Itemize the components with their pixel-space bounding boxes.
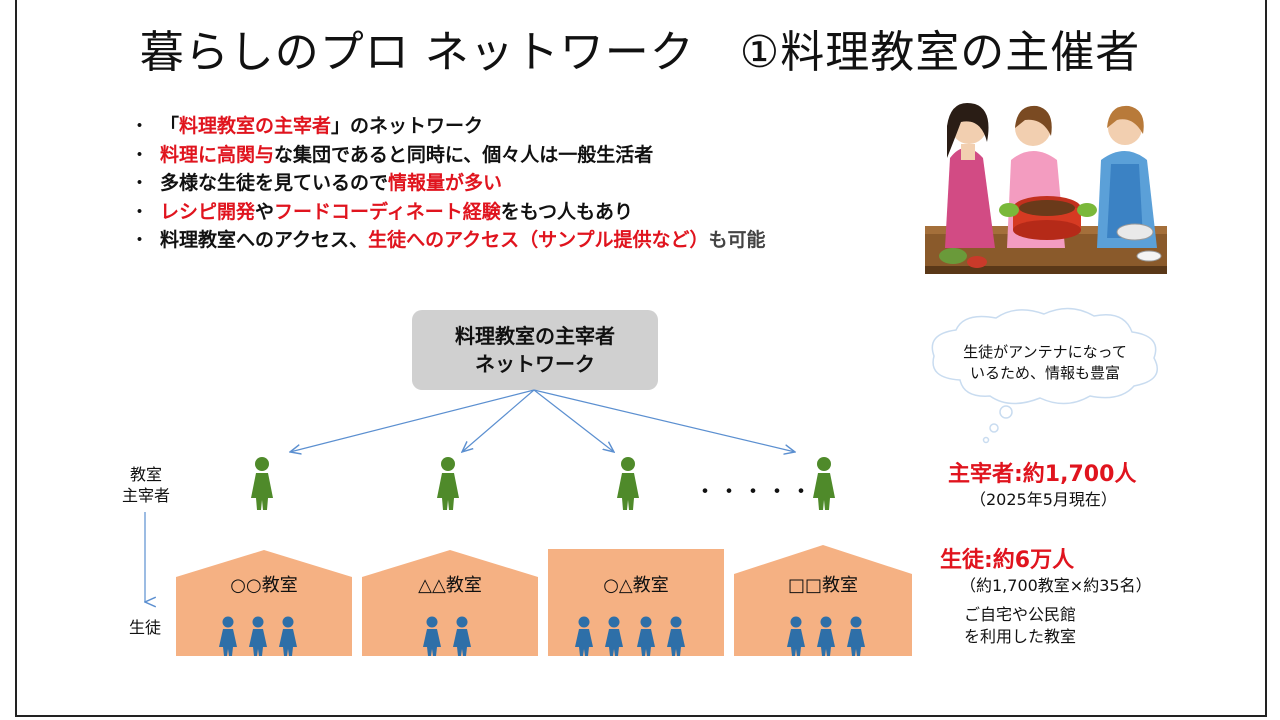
bullet-text: 」のネットワーク: [331, 115, 484, 137]
bullet-mark: ・: [130, 172, 150, 194]
network-box: 料理教室の主宰者 ネットワーク: [412, 310, 658, 390]
slide-title: 暮らしのプロ ネットワーク ①料理教室の主催者: [139, 27, 1141, 78]
slide-frame: [15, 0, 1267, 717]
bullet-item: ・料理教室へのアクセス、生徒へのアクセス（サンプル提供など）も可能: [130, 226, 766, 255]
bullet-text: な集団であると同時に、個々人は一般生活者: [274, 143, 654, 166]
bullet-text: 「: [160, 115, 180, 137]
highlight-text: 生徒へのアクセス（サンプル提供など）: [368, 229, 709, 251]
bullet-mark: ・: [130, 229, 150, 251]
organizer-count-note: （2025年5月現在）: [970, 490, 1117, 509]
highlight-text: 料理教室の主宰者: [179, 115, 332, 137]
bullet-mark: ・: [130, 115, 150, 137]
bullet-mark: ・: [130, 200, 150, 223]
classroom-label-4: □□教室: [787, 575, 858, 596]
bullet-text: や: [255, 200, 275, 223]
classroom-note: ご自宅や公民館 を利用した教室: [964, 604, 1076, 648]
bullet-text: をもつ人もあり: [500, 200, 633, 223]
network-box-line1: 料理教室の主宰者: [455, 324, 615, 348]
bullet-list: ・「料理教室の主宰者」のネットワーク・料理に高関与な集団であると同時に、個々人は…: [130, 112, 766, 255]
classroom-label-2: △△教室: [418, 575, 482, 596]
organizer-label-line2: 主宰者: [121, 486, 170, 505]
bullet-text: 料理教室へのアクセス、: [160, 229, 369, 251]
student-count-note: （約1,700教室×約35名）: [960, 576, 1152, 595]
note-line2: を利用した教室: [964, 627, 1077, 646]
students-side-label: 生徒: [128, 618, 161, 637]
organizer-count: 主宰者:約1,700人: [948, 462, 1137, 487]
network-box-line2: ネットワーク: [475, 352, 595, 376]
cloud-line1: 生徒がアンテナになって: [963, 343, 1127, 361]
cloud-text: 生徒がアンテナになって いるため、情報も豊富: [940, 342, 1150, 384]
highlight-text: レシピ開発: [160, 200, 256, 223]
bullet-item: ・レシピ開発やフードコーディネート経験をもつ人もあり: [130, 198, 766, 227]
cooking-women-illustration: [925, 102, 1167, 274]
bullet-text: 多様な生徒を見ているので: [160, 172, 389, 194]
student-count: 生徒:約6万人: [940, 548, 1075, 573]
highlight-text: 情報量が多い: [388, 172, 503, 194]
bullet-item: ・「料理教室の主宰者」のネットワーク: [130, 112, 766, 141]
highlight-text: 料理に高関与: [160, 143, 275, 166]
bullet-item: ・料理に高関与な集団であると同時に、個々人は一般生活者: [130, 141, 766, 170]
organizer-side-label: 教室 主宰者: [116, 464, 176, 506]
bullet-item: ・多様な生徒を見ているので情報量が多い: [130, 169, 766, 198]
ellipsis: ・・・・・: [694, 480, 815, 505]
bullet-text: も可能: [708, 229, 766, 251]
classroom-label-1: ○○教室: [230, 575, 298, 596]
cloud-line2: いるため、情報も豊富: [969, 364, 1120, 382]
note-line1: ご自宅や公民館: [964, 605, 1077, 624]
bullet-mark: ・: [130, 143, 150, 166]
highlight-text: フードコーディネート経験: [274, 200, 501, 223]
classroom-label-3: ○△教室: [603, 575, 669, 596]
organizer-label-line1: 教室: [129, 465, 162, 484]
